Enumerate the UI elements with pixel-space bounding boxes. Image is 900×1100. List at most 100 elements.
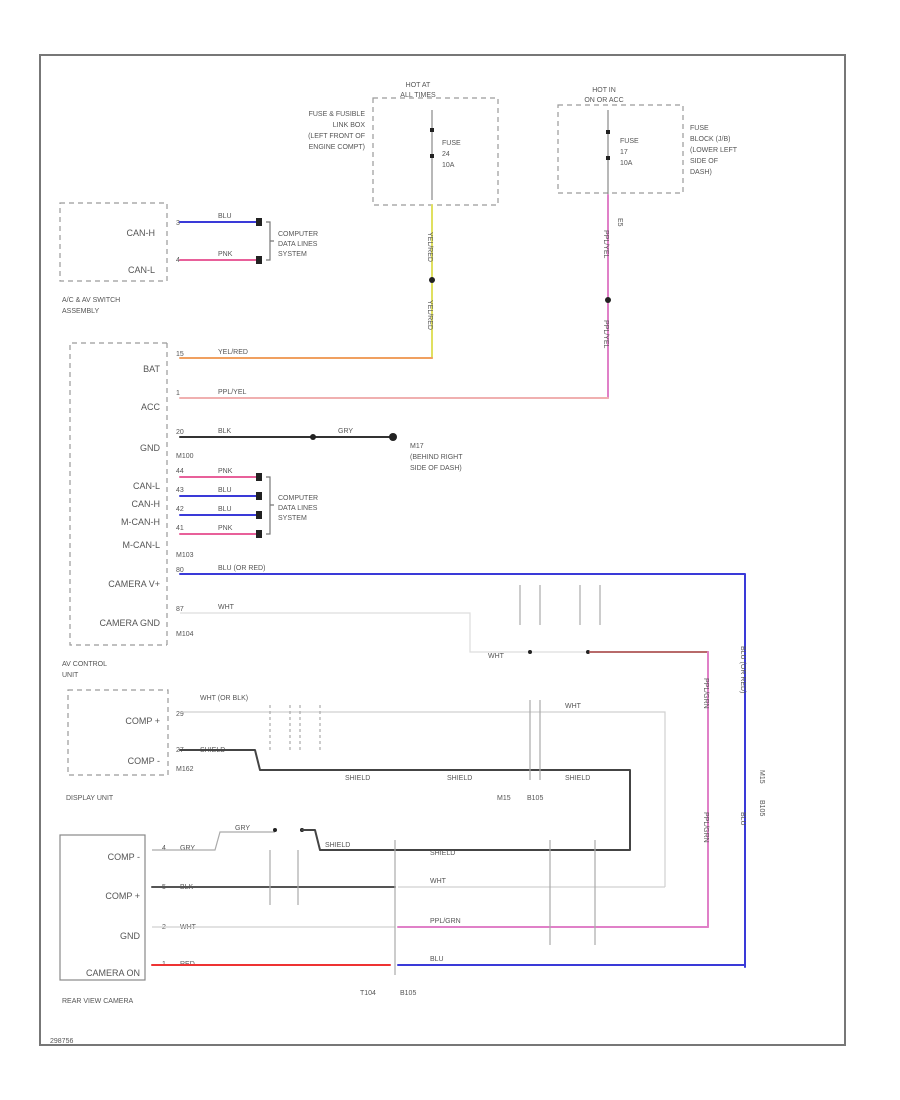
- av-pin-camgnd-num: 87: [176, 606, 184, 613]
- cam-gry-dot-left: [273, 828, 277, 832]
- av-mcanh-arrow: [256, 511, 262, 519]
- fuse-17-label-1: FUSE: [620, 138, 639, 145]
- fuse-17-loc-1: FUSE: [690, 125, 709, 132]
- wire-av-canh-color: BLU: [218, 487, 232, 494]
- ac-av-switch-outline: [59, 202, 168, 282]
- diagram-frame: [39, 54, 846, 1046]
- cam-pin-compminus-label: COMP -: [108, 852, 140, 862]
- av-system-1: COMPUTER: [278, 495, 318, 502]
- cam-pin-camon-label: CAMERA ON: [86, 968, 140, 978]
- fuse-17-hot-line1: HOT IN: [592, 87, 616, 94]
- av-pin-bat-label: BAT: [143, 364, 160, 374]
- wire-acc-color: PPL/YEL: [218, 389, 247, 396]
- ground-name-2: (BEHIND RIGHT: [410, 454, 463, 461]
- ground-name-3: SIDE OF DASH): [410, 465, 462, 472]
- fuse-24-label-3: 10A: [442, 162, 455, 169]
- junction-wht-label: WHT: [488, 653, 505, 660]
- wire-cam-shield-label-a: SHIELD: [325, 842, 350, 849]
- wire-shield-label-3: SHIELD: [565, 775, 590, 782]
- fuse-17-loc-3: (LOWER LEFT: [690, 147, 738, 154]
- wire-blu-or-red-label: BLU (OR RED): [739, 646, 746, 693]
- wire-gnd-color: BLK: [218, 428, 232, 435]
- junction-twist-lines: [519, 585, 601, 625]
- display-unit: COMP + COMP - 29 27 WHT (OR BLK) SHIELD …: [66, 689, 248, 802]
- display-connector: M162: [176, 766, 194, 773]
- cam-wire-compminus: GRY: [180, 845, 195, 852]
- ac-av-pin-canh-label: CAN-H: [127, 228, 156, 238]
- diagram-id: 298756: [50, 1038, 73, 1045]
- mid-connector-b105: B105: [527, 795, 543, 802]
- wire-cam-wht-label: WHT: [430, 878, 447, 885]
- av-control-name-2: UNIT: [62, 672, 79, 679]
- camera-twist-lines: [269, 840, 596, 945]
- ac-system-3: SYSTEM: [278, 251, 307, 258]
- fuse-24-loc-2: LINK BOX: [333, 122, 366, 129]
- av-pin-mcanh-label: M-CAN-H: [121, 517, 160, 527]
- av-pin-canl-label: CAN-L: [133, 481, 160, 491]
- fuse-17-loc-2: BLOCK (J/B): [690, 136, 730, 143]
- av-pin-acc-label: ACC: [141, 402, 161, 412]
- bottom-connector-b105: B105: [400, 990, 416, 997]
- wire-display-compplus: [180, 711, 666, 887]
- av-pin-mcanl-num: 41: [176, 525, 184, 532]
- av-connector-m103: M103: [176, 552, 194, 559]
- fuse-17-loc-5: DASH): [690, 169, 712, 176]
- mid-connector-m15: M15: [497, 795, 511, 802]
- ac-canh-arrow: [256, 218, 262, 226]
- wire-bat-color: YEL/RED: [218, 349, 248, 356]
- wire-cam-shield-a: [301, 829, 396, 851]
- wire-ac-canl-color: PNK: [218, 251, 233, 258]
- av-pin-canh-num: 43: [176, 487, 184, 494]
- fuse-box-17-outline: [557, 104, 684, 194]
- wire-gnd-gry: GRY: [338, 428, 353, 435]
- wire-av-mcanl-color: PNK: [218, 525, 233, 532]
- wire-shield-label-1: SHIELD: [345, 775, 370, 782]
- display-pin-compplus-num: 29: [176, 711, 184, 718]
- fuse-24-loc-3: (LEFT FRONT OF: [308, 133, 365, 140]
- fuse-17-bottom-terminal: [606, 156, 610, 160]
- av-canh-arrow: [256, 492, 262, 500]
- av-system-2: DATA LINES: [278, 505, 318, 512]
- wire-shield-label-2: SHIELD: [447, 775, 472, 782]
- fuse-box-24: HOT AT ALL TIMES FUSE & FUSIBLE LINK BOX…: [308, 82, 499, 206]
- wire-ppl-grn-label-bot: PPL/GRN: [702, 812, 709, 843]
- wire-av-mcanh-color: BLU: [218, 506, 232, 513]
- ac-av-pin-canl-label: CAN-L: [128, 265, 155, 275]
- gnd-connector-dot: [310, 434, 316, 440]
- ac-system-2: DATA LINES: [278, 241, 318, 248]
- vertical-connector-m15: M15: [758, 770, 765, 784]
- ac-av-pin-canh-num: 3: [176, 220, 180, 227]
- fuse-17-label-2: 17: [620, 149, 628, 156]
- junction-m15: WHT: [488, 585, 709, 660]
- wire-fuse24-label-top: YEL/RED: [426, 232, 433, 262]
- av-control-name-1: AV CONTROL: [62, 661, 107, 668]
- display-wire-compplus: WHT (OR BLK): [200, 695, 248, 702]
- fuse-24-hot-line1: HOT AT: [406, 82, 431, 89]
- av-control-outline: [69, 342, 167, 646]
- av-system-3: SYSTEM: [278, 515, 307, 522]
- av-pin-gnd-label: GND: [140, 443, 161, 453]
- av-connector-m104: M104: [176, 631, 194, 638]
- display-pin-compplus-label: COMP +: [125, 716, 160, 726]
- fuse-24-label-1: FUSE: [442, 140, 461, 147]
- fuse-24-loc-1: FUSE & FUSIBLE: [309, 111, 366, 118]
- fuse-24-label-2: 24: [442, 151, 450, 158]
- junction-dot-left: [528, 650, 532, 654]
- wire-ppl-grn-label-top: PPL/GRN: [702, 678, 709, 709]
- vertical-connector-b105: B105: [758, 800, 765, 816]
- fuse-box-24-outline: [372, 97, 499, 206]
- ac-av-name-1: A/C & AV SWITCH: [62, 297, 120, 304]
- wire-display-shield: [179, 749, 631, 851]
- wire-fuse17-label-bot: PPL/YEL: [602, 320, 609, 349]
- fuse-17-loc-4: SIDE OF: [690, 158, 718, 165]
- fuse-17-top-terminal: [606, 130, 610, 134]
- ground-point: [389, 433, 397, 441]
- fuse-17-label-3: 10A: [620, 160, 633, 167]
- cam-pin-compminus-num: 4: [162, 845, 166, 852]
- av-pin-bat-num: 15: [176, 351, 184, 358]
- wire-camv-color: BLU (OR RED): [218, 565, 265, 572]
- av-canl-arrow: [256, 473, 262, 481]
- wire-fuse17-label-top: PPL/YEL: [602, 230, 609, 259]
- ground-name-1: M17: [410, 443, 424, 450]
